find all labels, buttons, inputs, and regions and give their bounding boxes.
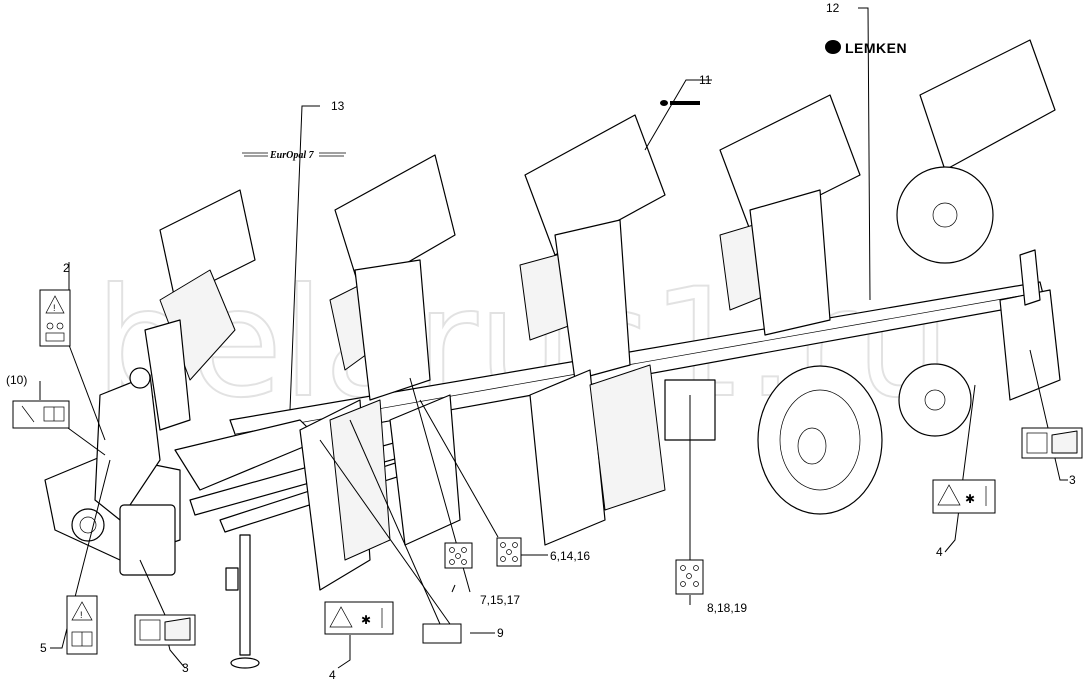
svg-text:EurOpal 7: EurOpal 7 xyxy=(269,150,315,161)
warning-triangle-icon xyxy=(71,601,93,621)
callout-10: (10) xyxy=(6,373,27,387)
reflector-dots-icon xyxy=(500,542,506,548)
callout-12: 12 xyxy=(826,1,840,15)
plough-body-5 xyxy=(896,39,1061,437)
manual-book-icon xyxy=(45,332,65,342)
decal-9 xyxy=(422,623,462,644)
svg-text:LEMKEN: LEMKEN xyxy=(845,40,907,56)
europal-logo: EurOpal 7 xyxy=(242,150,346,161)
warning-triangle-icon xyxy=(45,295,65,314)
decal-4-bottom: ✱ xyxy=(324,601,394,635)
decal-2: ! xyxy=(39,289,71,347)
callout-labels: 12 11 13 2 (10) 3 4 6,14,16 7,15,17 8,18… xyxy=(6,1,1076,682)
decal-6-reflector xyxy=(496,537,522,567)
reflector-dots-icon xyxy=(449,547,455,553)
warning-triangle-icon xyxy=(937,484,961,506)
callout-4-bottom: 4 xyxy=(329,668,336,682)
callout-13: 13 xyxy=(331,99,345,113)
leader-lines xyxy=(39,7,1068,669)
plough-body-3 xyxy=(519,114,666,546)
lemken-small-logo xyxy=(660,100,700,106)
decal-3-right xyxy=(1021,427,1083,459)
plough-body-2 xyxy=(329,154,461,546)
decal-7-reflector xyxy=(444,542,473,569)
callout-2: 2 xyxy=(63,261,70,275)
callout-6-14-16: 6,14,16 xyxy=(550,549,590,563)
decal-5: ! xyxy=(66,595,98,655)
svg-text:!: ! xyxy=(53,303,56,313)
crush-hazard-icon xyxy=(139,619,161,641)
crush-hazard-icon: ✱ xyxy=(361,613,371,627)
callout-9: 9 xyxy=(497,626,504,640)
callout-8-18-19: 8,18,19 xyxy=(707,601,747,615)
reflector-dots-icon xyxy=(680,565,686,571)
callout-3-bottom: 3 xyxy=(182,661,189,675)
decal-8-reflector xyxy=(675,559,704,595)
decal-3-bottom xyxy=(134,614,196,646)
crush-hazard-icon xyxy=(1026,432,1048,454)
warning-triangle-icon xyxy=(329,606,353,628)
crush-hazard-icon: ✱ xyxy=(965,492,975,506)
lemken-logo: LEMKEN xyxy=(825,40,907,56)
decal-10 xyxy=(12,400,70,429)
callout-11: 11 xyxy=(699,73,712,87)
decal-4-right: ✱ xyxy=(932,479,996,514)
hydraulic-coupling-icon xyxy=(46,322,54,330)
svg-text:!: ! xyxy=(80,610,83,620)
plough-body-1 xyxy=(144,189,391,591)
callout-3-right: 3 xyxy=(1069,473,1076,487)
wrench-icon xyxy=(21,405,35,423)
callout-7-15-17: 7,15,17 xyxy=(480,593,520,607)
callout-5: 5 xyxy=(40,641,47,655)
callout-4-right: 4 xyxy=(936,545,943,559)
